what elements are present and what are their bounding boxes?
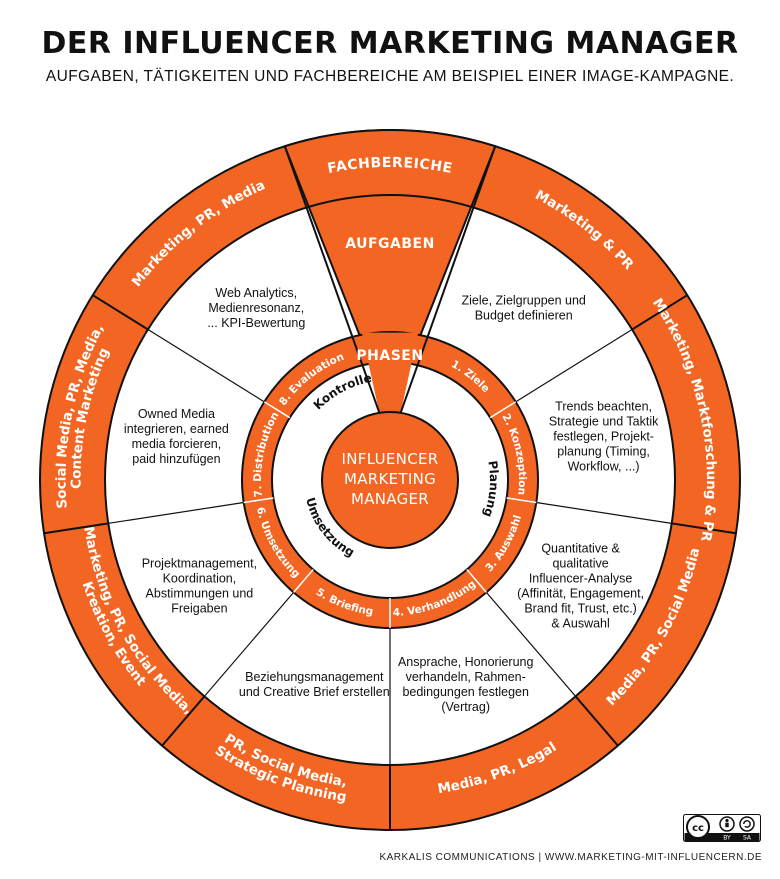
phasen-header: PHASEN [356,348,423,364]
ring-divider [671,522,737,535]
page-subtitle: AUFGABEN, TÄTIGKEITEN UND FACHBEREICHE A… [45,68,735,85]
ring-divider [574,695,619,747]
phase-divider [489,401,517,419]
footer-credit: KARKALIS COMMUNICATIONS | WWW.MARKETING-… [379,852,762,863]
aufgabe-text: Projektmanagement,Koordination,Abstimmun… [142,556,257,615]
cc-icon: cc [692,823,704,834]
wedge-edge-left [283,145,381,414]
fachbereiche-header: FACHBEREICHE [326,155,454,177]
sa-label: SA [743,835,752,842]
ring-divider [631,294,688,331]
phase-divider [263,401,291,419]
center-label: MARKETING [344,470,436,488]
phase-divider [293,569,314,593]
center-label: INFLUENCER [342,450,439,468]
center-circle [321,411,459,549]
by-label: BY [723,835,731,842]
phasen-header-wedge [361,332,419,413]
center-label: MANAGER [351,490,429,508]
ring-divider [43,522,109,535]
wedge-edge-right [399,145,497,414]
page-title: DER INFLUENCER MARKETING MANAGER [41,26,739,61]
ring-divider [92,294,149,331]
ring-divider [161,695,206,747]
aufgaben-header: AUFGABEN [345,236,435,252]
phase-divider [466,569,487,593]
phase-divider [243,497,274,504]
aufgabe-text: Web Analytics,Medienresonanz,... KPI-Bew… [207,286,305,330]
ring-divider-arc [308,194,472,208]
phase-divider [506,497,537,504]
cc-license-badge: cc BY SA [683,814,761,842]
